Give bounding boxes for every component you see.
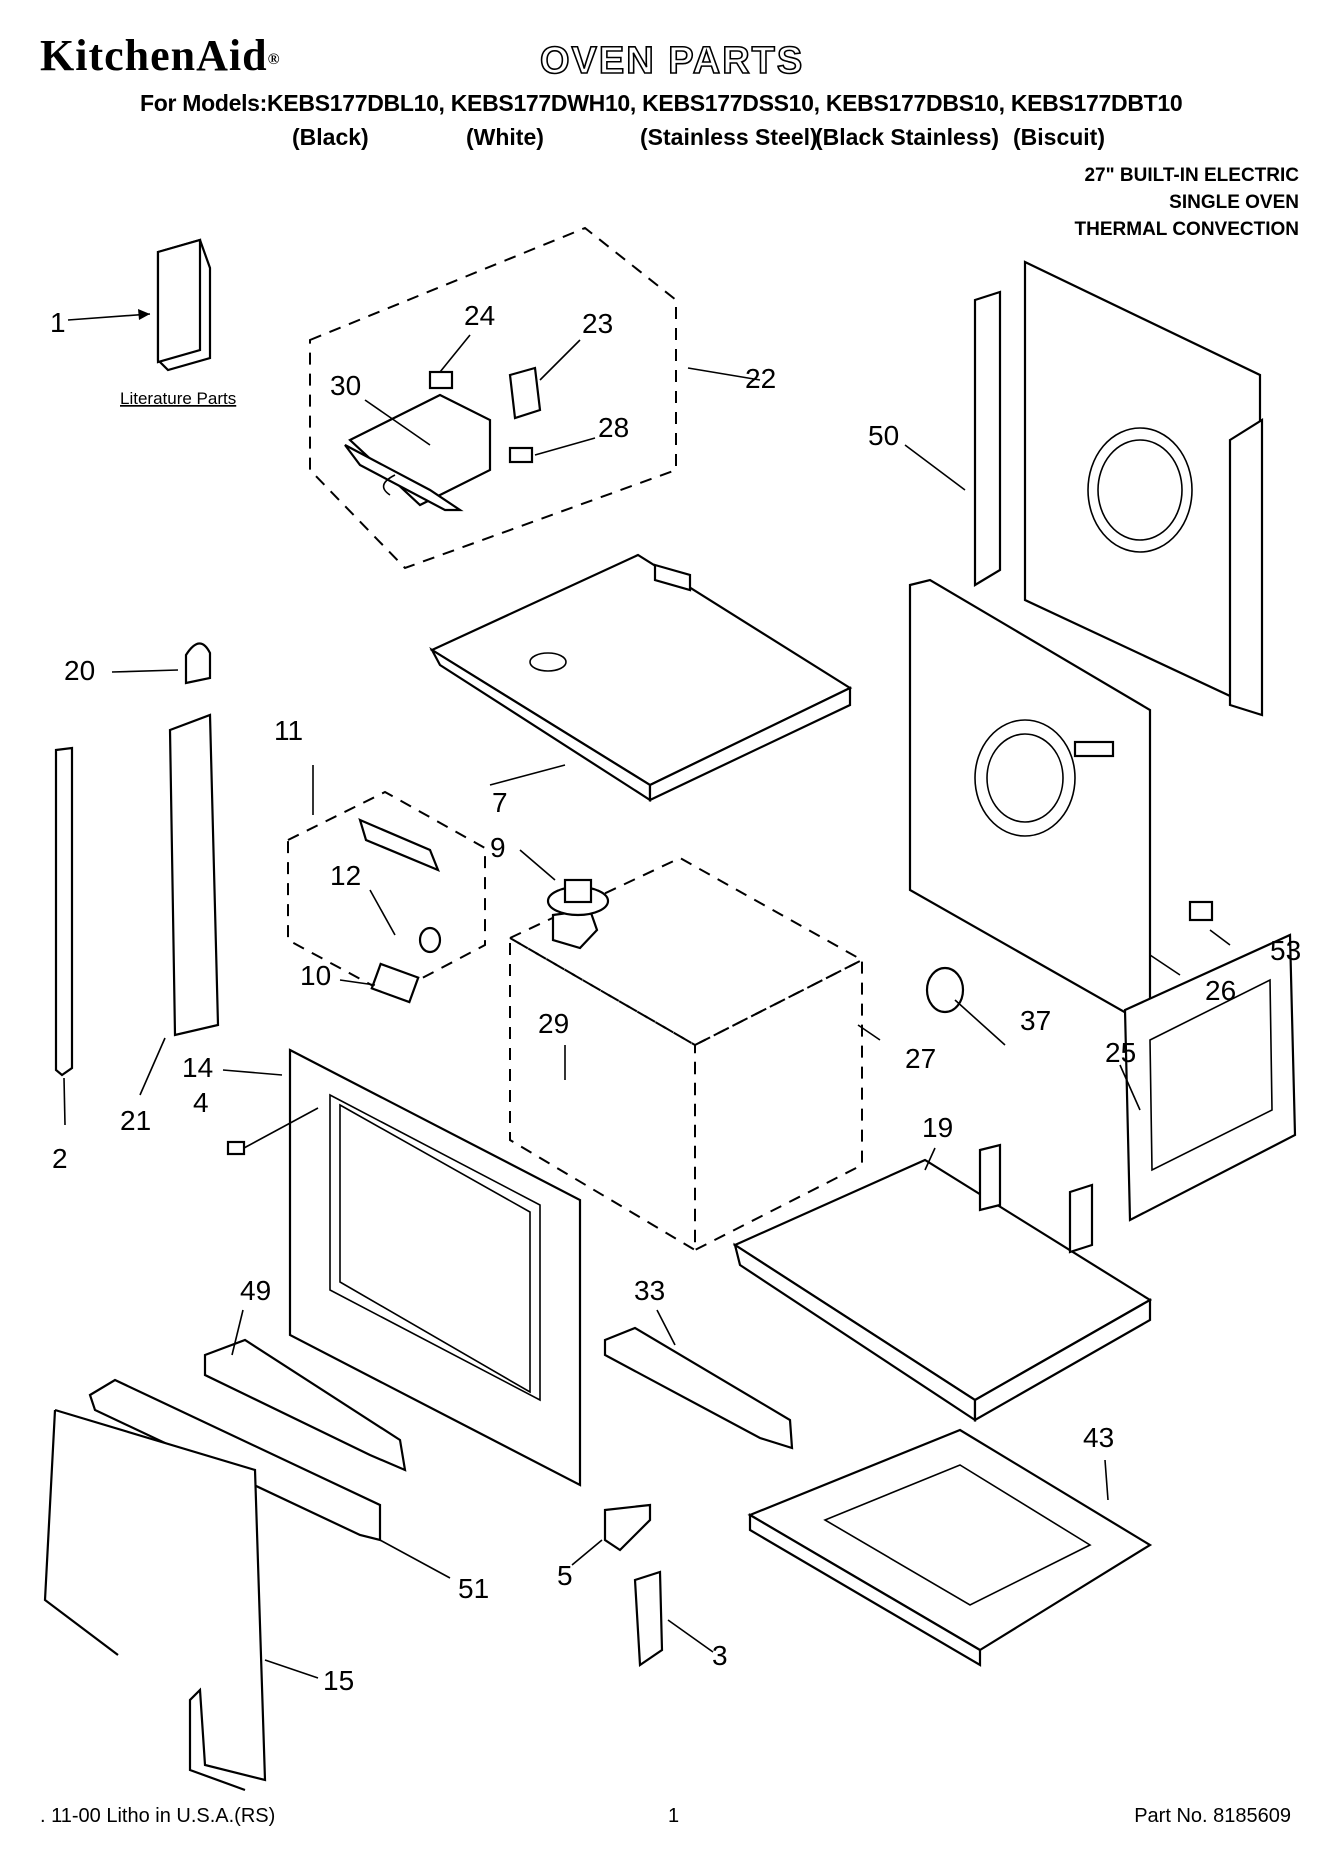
page-number: 1 [668, 1805, 680, 1827]
leader-lines [63, 334, 1231, 1679]
description-line-2: SINGLE OVEN [1169, 192, 1299, 213]
oven-cavity-liner [507, 856, 865, 1252]
side-trim-21 [168, 713, 220, 1037]
part-number: Part No. 8185609 [1134, 1805, 1291, 1827]
callout-12: 12 [330, 860, 361, 891]
callout-23: 23 [582, 308, 613, 339]
callout-37: 37 [1020, 1005, 1051, 1036]
callout-53: 53 [1270, 935, 1301, 966]
model-list: For Models:KEBS177DBL10, KEBS177DWH10, K… [140, 90, 1183, 116]
bracket-3 [633, 1570, 664, 1668]
literature-parts-booklet: Literature Parts [67, 238, 236, 408]
callout-10: 10 [300, 960, 331, 991]
callout-5: 5 [557, 1560, 573, 1591]
description-line-3: THERMAL CONVECTION [1074, 219, 1299, 240]
callout-7: 7 [492, 787, 508, 818]
callout-26: 26 [1205, 975, 1236, 1006]
finish-white: (White) [466, 124, 544, 150]
light-assembly-group [287, 790, 486, 1004]
convection-back-panel [908, 578, 1152, 1020]
callout-1: 1 [50, 307, 66, 338]
description-line-1: 27" BUILT-IN ELECTRIC [1084, 165, 1299, 186]
callout-51: 51 [458, 1573, 489, 1604]
page-title: OVEN PARTS [539, 39, 805, 83]
callout-9: 9 [490, 832, 506, 863]
control-assembly-group [309, 226, 761, 570]
bracket-53 [1188, 900, 1214, 922]
literature-parts-label: Literature Parts [120, 389, 236, 408]
vent-trim-49 [203, 1338, 407, 1472]
callout-numbers: 1 2 3 4 5 7 9 10 11 12 14 15 19 20 21 22… [50, 300, 1301, 1696]
screw-4 [226, 1107, 319, 1156]
rear-panel [973, 260, 1264, 717]
callout-50: 50 [868, 420, 899, 451]
callout-30: 30 [330, 370, 361, 401]
finish-black: (Black) [292, 124, 369, 150]
thermal-fuse [925, 966, 965, 1014]
callout-15: 15 [323, 1665, 354, 1696]
clip-20 [184, 642, 212, 685]
callout-49: 49 [240, 1275, 271, 1306]
top-panel [429, 553, 853, 803]
callout-4: 4 [193, 1087, 209, 1118]
callout-43: 43 [1083, 1422, 1114, 1453]
callout-11: 11 [274, 715, 303, 746]
trim-strip-2 [54, 746, 74, 1077]
callout-2: 2 [52, 1143, 68, 1174]
callout-33: 33 [634, 1275, 665, 1306]
bottom-shelf [732, 1143, 1153, 1423]
callout-25: 25 [1105, 1037, 1136, 1068]
rail-33 [603, 1326, 794, 1450]
finish-biscuit: (Biscuit) [1013, 124, 1105, 150]
finish-stainless: (Stainless Steel) [640, 124, 818, 150]
callout-21: 21 [120, 1105, 151, 1136]
bottom-pan [747, 1428, 1153, 1667]
callout-28: 28 [598, 412, 629, 443]
callout-24: 24 [464, 300, 495, 331]
door-gasket [43, 1408, 267, 1792]
bracket-5 [603, 1503, 652, 1552]
brand-logo: KitchenAid® [40, 31, 281, 80]
callout-3: 3 [712, 1640, 728, 1671]
callout-19: 19 [922, 1112, 953, 1143]
callout-14: 14 [182, 1052, 213, 1083]
front-frame [288, 1048, 582, 1487]
product-description: 27" BUILT-IN ELECTRIC SINGLE OVEN THERMA… [1075, 162, 1299, 243]
callout-22: 22 [745, 363, 776, 394]
callout-20: 20 [64, 655, 95, 686]
print-info: . 11-00 Litho in U.S.A.(RS) [40, 1805, 276, 1827]
callout-27: 27 [905, 1043, 936, 1074]
callout-29: 29 [538, 1008, 569, 1039]
finish-black-stainless: (Black Stainless) [815, 124, 1000, 150]
side-panel [1123, 933, 1297, 1222]
